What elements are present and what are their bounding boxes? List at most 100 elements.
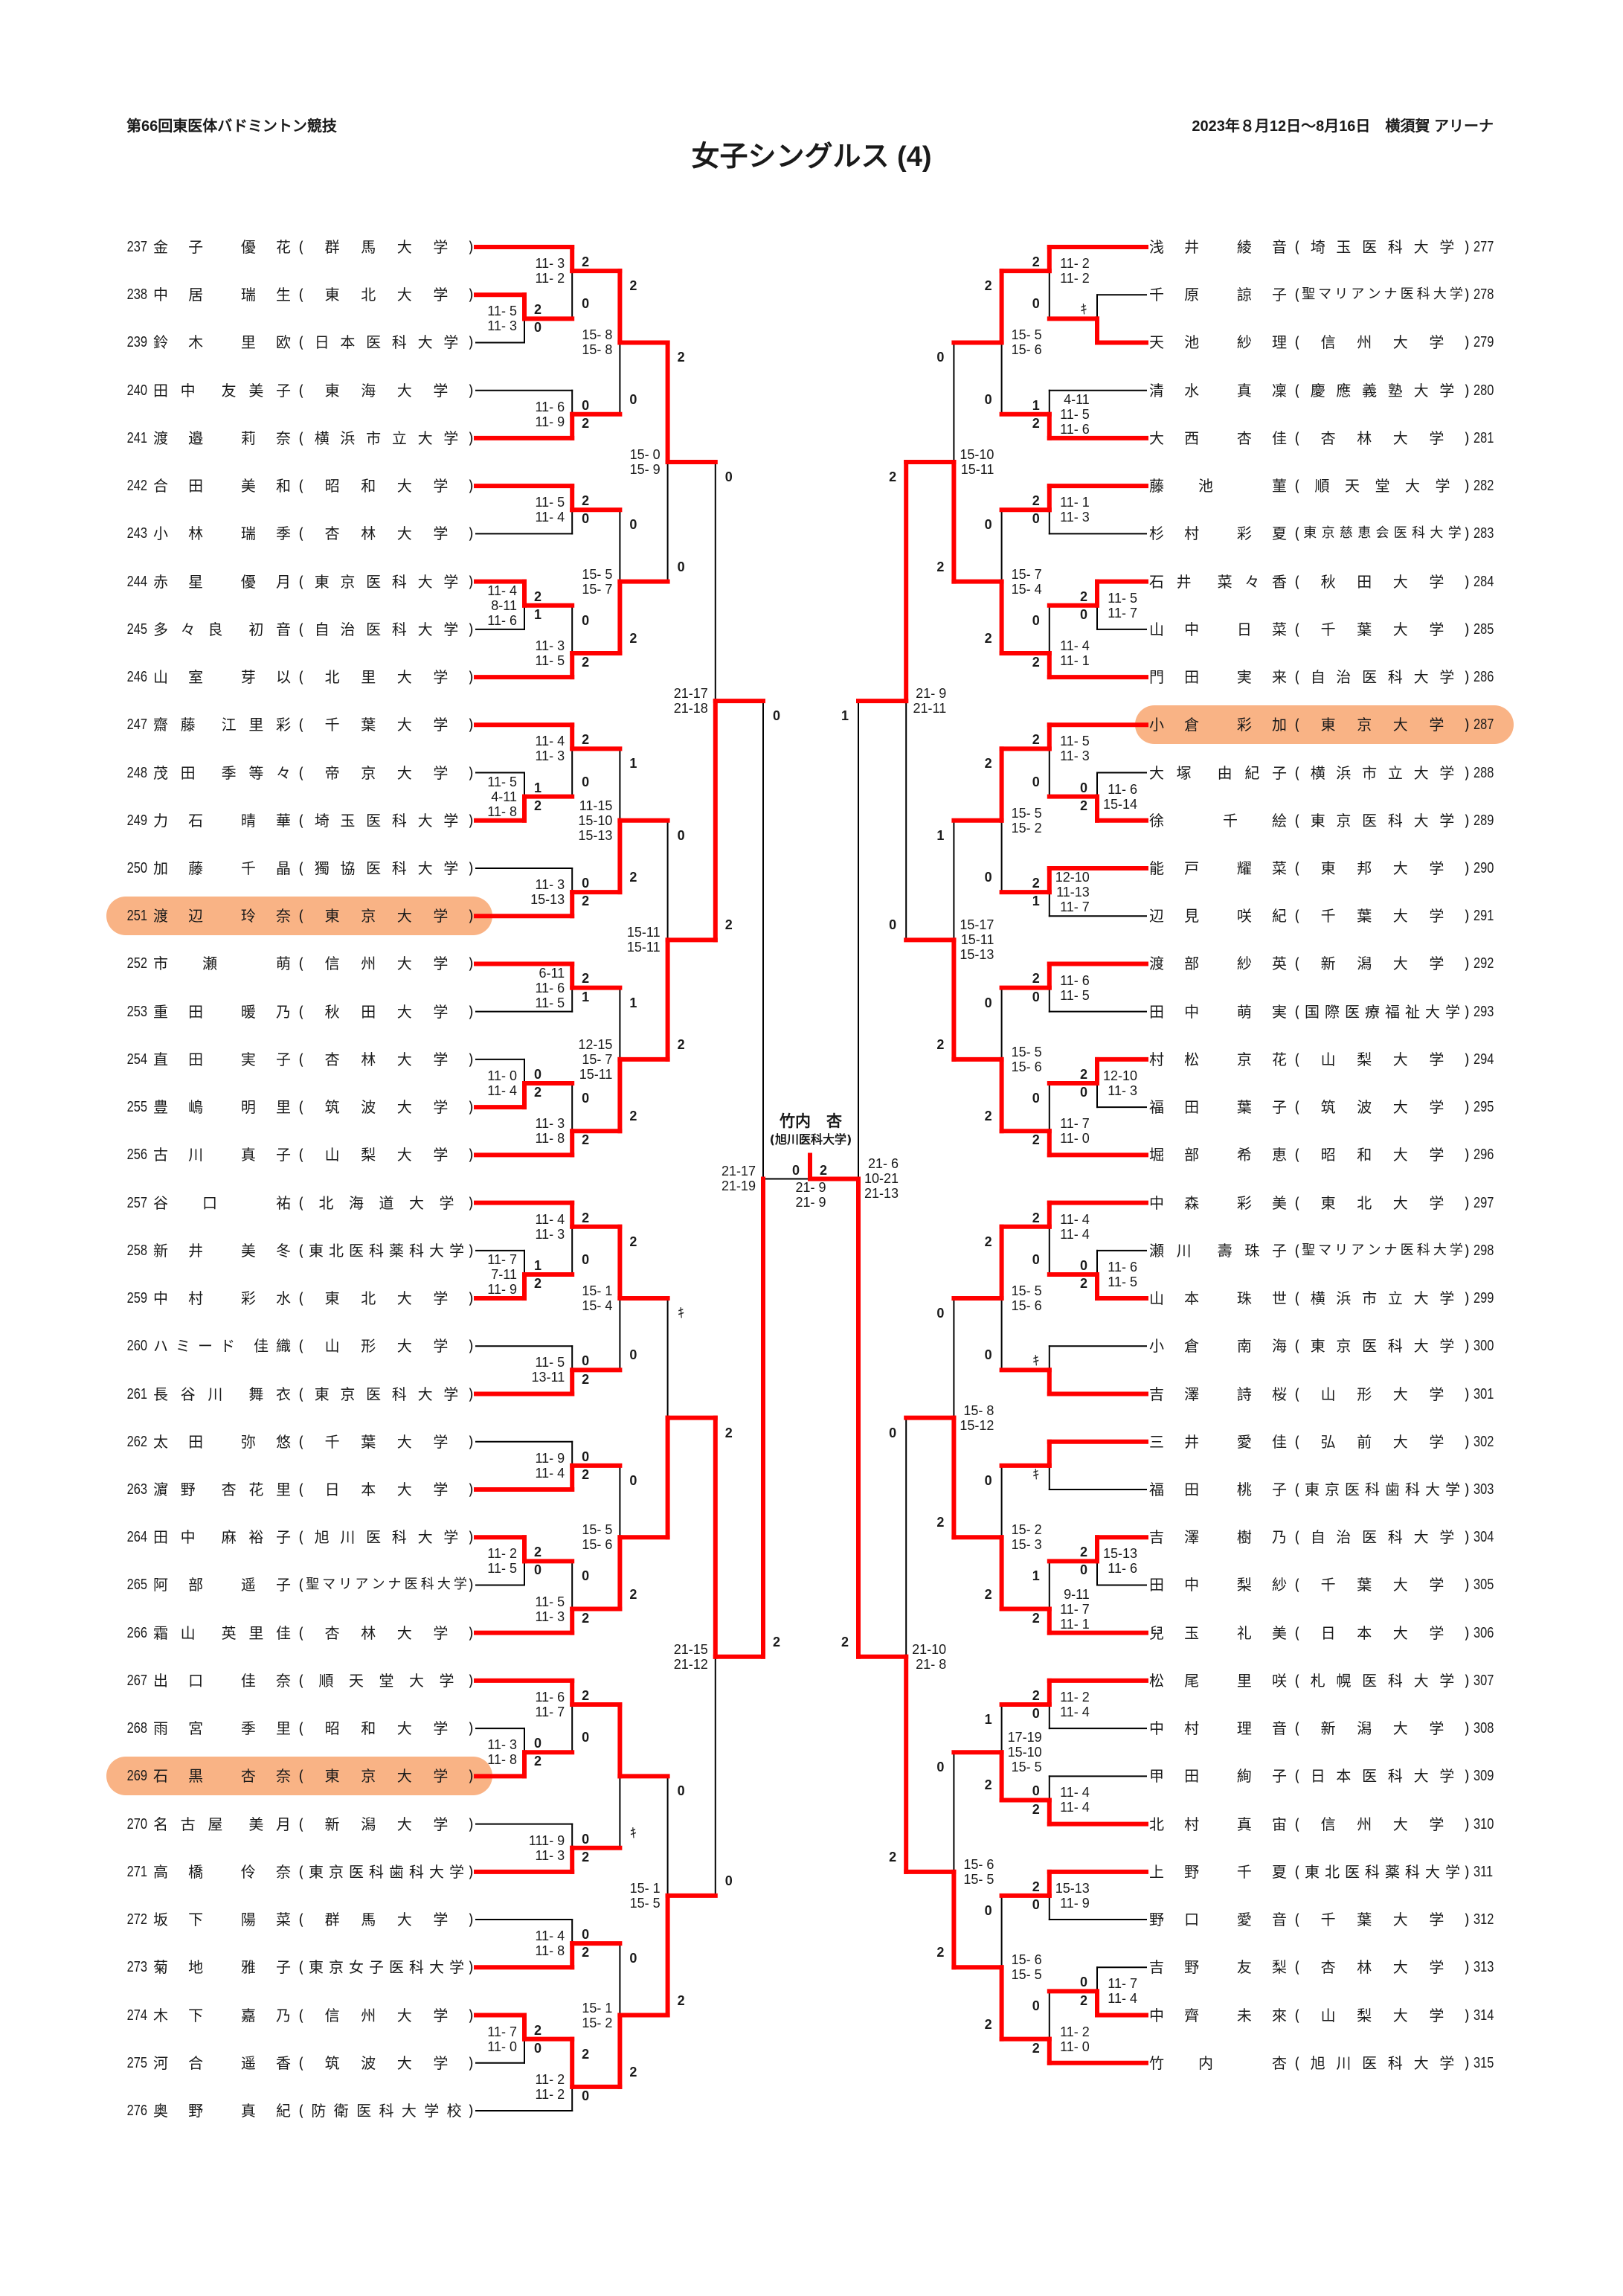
school-name-char: 杏	[324, 525, 340, 543]
school-name-char: 自	[314, 620, 330, 638]
player-number: 285	[1473, 621, 1494, 638]
player-number: 251	[126, 908, 147, 925]
player-name-char: 星	[188, 572, 204, 591]
school-name-char: 学	[433, 1337, 449, 1356]
paren-open: (	[298, 1862, 304, 1881]
paren-close: )	[1464, 811, 1470, 830]
school-name-char: 市	[1362, 763, 1378, 782]
games-won: 2	[936, 1036, 945, 1052]
set-score: 15- 5	[582, 566, 613, 582]
school-name-char: 学	[1429, 955, 1444, 973]
school-name-char: 本	[1357, 1623, 1372, 1642]
player-name-char: 野	[1184, 1862, 1200, 1881]
player-name-char: 愛	[1236, 1911, 1252, 1929]
school-name-char: 京	[1325, 1480, 1340, 1498]
school-name-char: 治	[340, 620, 356, 638]
player-number: 289	[1473, 812, 1494, 829]
school-name-char: 杏	[1320, 429, 1336, 447]
player-name-char: 愛	[1236, 1432, 1252, 1451]
school-name-char: 科	[1416, 286, 1430, 303]
school-name-char: 京	[1336, 1337, 1352, 1356]
player-name-char: 美	[1272, 1623, 1287, 1642]
player-name-char: 兒	[1149, 1623, 1164, 1642]
school-name-char: 東	[1320, 716, 1336, 734]
paren-close: )	[1464, 763, 1470, 782]
school-name-char: 大	[1392, 333, 1408, 352]
player-name-char: 辺	[188, 907, 204, 926]
player-name-char: 礼	[1236, 1623, 1252, 1642]
set-score: 15- 5	[1011, 1760, 1042, 1775]
school-name-char: 学	[433, 2053, 449, 2072]
player-name-char: 京	[1236, 1050, 1252, 1068]
school-name-char: 杏	[324, 1050, 340, 1068]
school-name-char: 大	[1413, 1528, 1429, 1547]
games-won: 2	[629, 278, 637, 294]
school-name-char: 山	[324, 1337, 340, 1356]
player-name-char: 竹	[1149, 2053, 1164, 2072]
player-name-char: 茂	[153, 763, 168, 782]
set-score: 11- 4	[1060, 1800, 1090, 1815]
set-score: 11- 8	[535, 1131, 565, 1147]
paren-open: (	[298, 1050, 304, 1068]
paren-close: )	[468, 1528, 474, 1547]
games-won: 0	[582, 1730, 590, 1745]
games-won: 2	[533, 2022, 541, 2038]
school-name-char: 医	[1400, 286, 1414, 303]
paren-close: )	[1464, 429, 1470, 447]
school-name-char: 大	[1392, 1623, 1408, 1642]
paren-open: (	[1294, 2006, 1300, 2024]
set-score: 11- 0	[487, 1068, 517, 1084]
games-won: 1	[1032, 1568, 1040, 1584]
games-won: 0	[582, 1568, 590, 1584]
set-score: 4-11	[491, 789, 517, 804]
player-number: 246	[126, 669, 147, 686]
games-won: 2	[629, 1586, 637, 1602]
player-number: 293	[1473, 1003, 1494, 1020]
paren-open: (	[1294, 477, 1300, 496]
paren-close: )	[468, 1432, 474, 1451]
games-won: 0	[984, 870, 992, 885]
games-won: 2	[582, 254, 590, 269]
player-name-char: 希	[1236, 1146, 1252, 1164]
player-name-char: 乃	[276, 1002, 291, 1021]
player-name-char: 和	[276, 477, 291, 496]
school-name-char: 堂	[379, 1671, 394, 1690]
champion-name: 竹内 杏	[780, 1112, 842, 1130]
paren-close: )	[468, 572, 474, 591]
set-score: 15-13	[1055, 1880, 1090, 1896]
games-won: 0	[629, 391, 637, 407]
paren-open: (	[1294, 1671, 1300, 1690]
paren-open: (	[298, 286, 304, 304]
school-name-char: 信	[1320, 1815, 1336, 1833]
school-name-char: 学	[433, 668, 449, 687]
games-won: 2	[1079, 798, 1087, 813]
school-name-char: 州	[361, 2006, 376, 2024]
paren-close: )	[1464, 668, 1470, 687]
paren-close: )	[1464, 477, 1470, 496]
school-name-char: 医	[366, 620, 382, 638]
player-name-char: 石	[153, 1767, 168, 1786]
school-name-char: 大	[396, 1480, 412, 1498]
paren-close: )	[468, 1576, 474, 1594]
school-name-char: 京	[1336, 811, 1352, 830]
player-name-char: 新	[153, 1241, 168, 1260]
player-name-char: 大	[1149, 429, 1164, 447]
player-name-char: 藤	[1149, 477, 1164, 496]
paren-close: )	[468, 238, 474, 256]
paren-open: (	[298, 429, 304, 447]
school-name-char: 学	[433, 907, 449, 926]
